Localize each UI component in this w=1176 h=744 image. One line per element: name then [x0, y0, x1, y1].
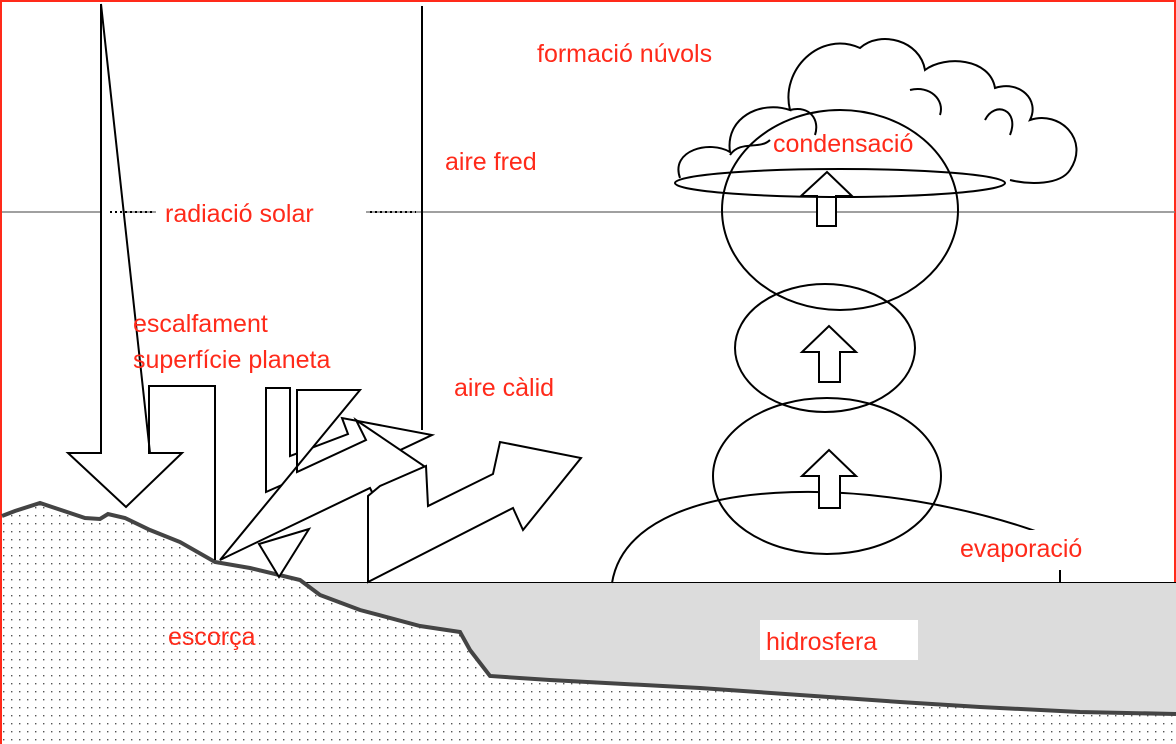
- rising-air-bubble-middle: [734, 283, 916, 413]
- hydrosphere-label-bg: [760, 620, 918, 660]
- radiation-label-bg: [156, 194, 366, 230]
- cold-air-label: aire fred: [445, 148, 537, 176]
- crust-ground: [2, 503, 1176, 744]
- rising-air-bubble-top: [721, 109, 959, 311]
- ground-surface-line: [1, 500, 1176, 716]
- condensation-label: condensació: [773, 130, 913, 158]
- cloud-formation-label: formació núvols: [537, 40, 712, 68]
- cloud-shape: [674, 38, 1078, 198]
- up-arrow-bottom: [799, 448, 859, 509]
- evaporation-label-bg: [955, 530, 1123, 566]
- heat-arrow-right: [367, 440, 583, 584]
- evaporation-label: evaporació: [960, 535, 1082, 563]
- up-arrow-middle: [799, 324, 859, 383]
- warm-air-label: aire càlid: [454, 374, 554, 402]
- surface-heating-label-line1: escalfament: [133, 310, 268, 338]
- solar-radiation-label: radiació solar: [165, 200, 314, 228]
- rising-air-bubble-bottom: [712, 397, 942, 555]
- evaporation-dome: [611, 491, 1061, 584]
- hydrosphere-water: [300, 583, 1176, 714]
- surface-heating-label-line2: superfície planeta: [133, 346, 330, 374]
- crust-label: escorça: [168, 623, 256, 651]
- hydrosphere-label: hidrosfera: [766, 628, 877, 656]
- radiation-ray-absorbed: [148, 385, 216, 560]
- surface-arrow-down: [257, 527, 312, 579]
